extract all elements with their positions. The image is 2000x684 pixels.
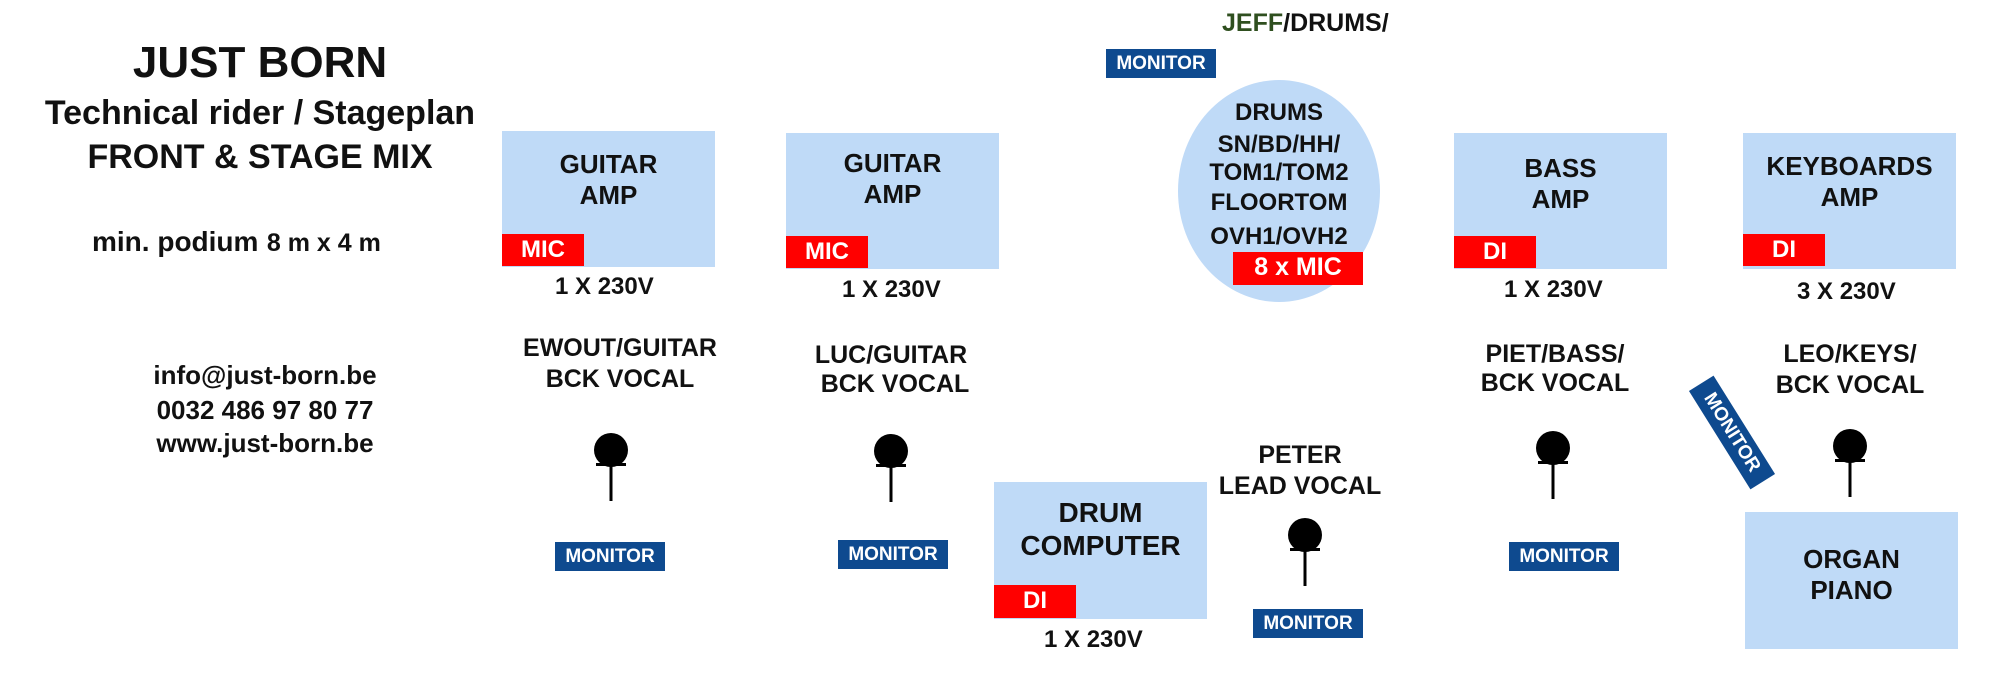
keyboards-amp-di-tag: DI	[1743, 234, 1825, 266]
bass-amp-line2: AMP	[1531, 184, 1590, 214]
bass-amp-di-tag: DI	[1454, 236, 1536, 268]
drum-kit-line1: DRUMS	[1235, 99, 1323, 126]
monitor-luc: MONITOR	[838, 540, 948, 569]
organ-piano-line2: PIANO	[1810, 575, 1893, 605]
guitar-amp-1-mic-tag: MIC	[502, 234, 584, 266]
podium-requirement: min. podium 8 m x 4 m	[92, 226, 381, 258]
bass-amp-power: 1 X 230V	[1504, 276, 1603, 303]
drum-kit-line5: OVH1/OVH2	[1210, 223, 1348, 250]
musician-ewout-line2: BCK VOCAL	[545, 365, 695, 393]
guitar-amp-2-line2: AMP	[863, 179, 922, 209]
drummer-role: /DRUMS/	[1283, 9, 1389, 37]
contact-website: www.just-born.be	[156, 428, 374, 458]
musician-leo-line2: BCK VOCAL	[1775, 371, 1925, 399]
monitor-ewout: MONITOR	[555, 542, 665, 571]
keyboards-amp-line1: KEYBOARDS	[1766, 151, 1933, 181]
drum-computer-line2: COMPUTER	[1020, 530, 1181, 561]
mic-stand-icon	[874, 434, 908, 502]
drum-kit-line4: FLOORTOM	[1210, 189, 1348, 216]
monitor-peter: MONITOR	[1253, 609, 1363, 638]
drummer-name: JEFF	[1222, 9, 1284, 37]
podium-label: min. podium	[92, 226, 259, 257]
mic-stand-icon	[1536, 431, 1570, 499]
mic-stand-icon	[1288, 518, 1322, 586]
drum-computer-line1: DRUM	[1058, 497, 1143, 528]
title: JUST BORN	[132, 38, 388, 87]
subtitle-mix: FRONT & STAGE MIX	[87, 138, 433, 176]
contact-email: info@just-born.be	[153, 360, 377, 390]
keyboards-amp-power: 3 X 230V	[1797, 278, 1896, 305]
musician-ewout-line1: EWOUT/GUITAR	[523, 334, 717, 362]
guitar-amp-2-mic-tag: MIC	[786, 236, 868, 268]
drum-kit-line2: SN/BD/HH/	[1217, 131, 1341, 158]
subtitle-rider: Technical rider / Stageplan	[44, 94, 476, 132]
organ-piano: ORGAN PIANO	[1745, 512, 1958, 649]
guitar-amp-1-line2: AMP	[579, 180, 638, 210]
podium-size: 8 m x 4 m	[266, 229, 381, 257]
musician-luc-line2: BCK VOCAL	[820, 370, 970, 398]
musician-piet-line1: PIET/BASS/	[1485, 340, 1625, 368]
bass-amp-line1: BASS	[1524, 153, 1597, 183]
guitar-amp-2-line1: GUITAR	[843, 148, 942, 178]
drums-mic-tag: 8 x MIC	[1233, 252, 1363, 285]
guitar-amp-2-power: 1 X 230V	[842, 276, 941, 303]
keyboards-amp-line2: AMP	[1820, 182, 1879, 212]
drum-computer-di-tag: DI	[994, 585, 1076, 618]
drum-kit-line3: TOM1/TOM2	[1209, 159, 1349, 186]
musician-piet-line2: BCK VOCAL	[1480, 369, 1630, 397]
drums-monitor: MONITOR	[1106, 49, 1216, 78]
musician-peter-line1: PETER	[1258, 441, 1342, 469]
drummer-label: JEFF/DRUMS/	[1222, 8, 1389, 38]
drum-computer-power: 1 X 230V	[1044, 626, 1143, 653]
musician-luc-line1: LUC/GUITAR	[814, 341, 968, 369]
organ-piano-line1: ORGAN	[1803, 544, 1900, 574]
mic-stand-icon	[594, 433, 628, 501]
musician-leo-line1: LEO/KEYS/	[1783, 340, 1917, 368]
contact-phone: 0032 486 97 80 77	[156, 395, 374, 425]
mic-stand-icon	[1833, 429, 1867, 497]
guitar-amp-1-power: 1 X 230V	[555, 273, 654, 300]
monitor-piet: MONITOR	[1509, 542, 1619, 571]
musician-peter-line2: LEAD VOCAL	[1218, 472, 1382, 500]
guitar-amp-1-line1: GUITAR	[559, 149, 658, 179]
